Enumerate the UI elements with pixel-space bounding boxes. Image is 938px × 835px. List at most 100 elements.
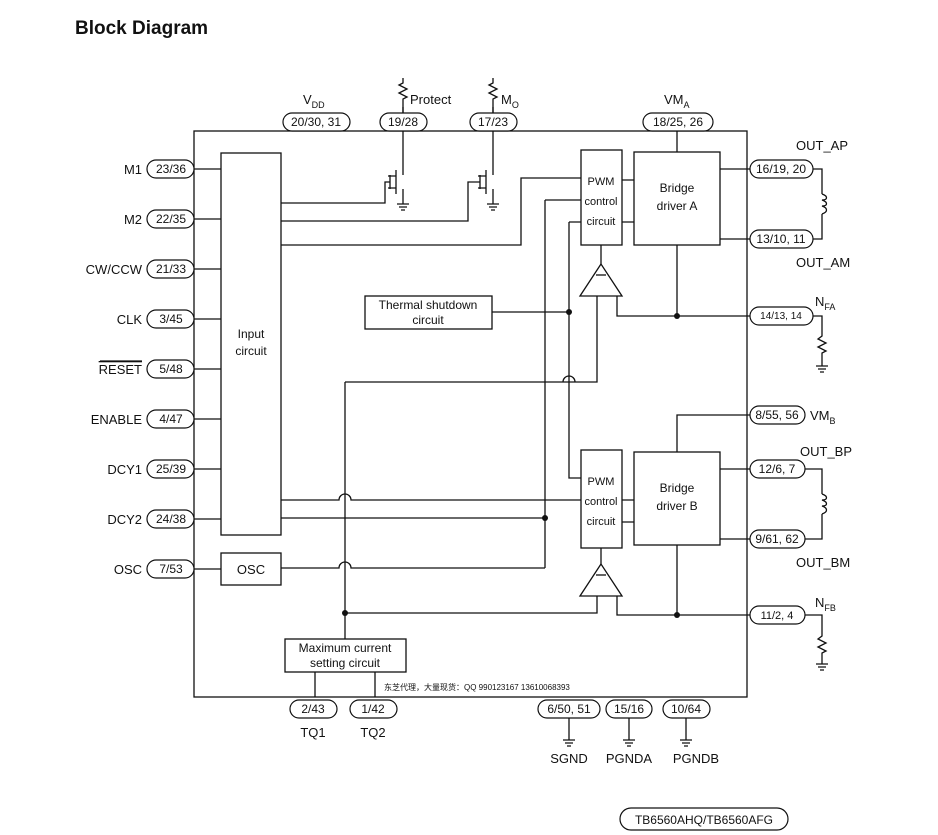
input-circuit-label-1: Input bbox=[238, 327, 265, 341]
pin-nfb: 11/2, 4 NFB bbox=[749, 595, 836, 671]
comparator-a bbox=[578, 262, 624, 297]
pin-m2-number: 22/35 bbox=[156, 212, 186, 226]
pin-nfa-number: 14/13, 14 bbox=[760, 311, 802, 322]
right-pins: 16/19, 20 OUT_AP 13/10, 11 OUT_AM 14/13,… bbox=[720, 138, 852, 671]
pin-tq2: 1/42 TQ2 bbox=[349, 699, 398, 740]
pin-mo-number: 17/23 bbox=[478, 115, 508, 129]
pin-protect: 19/28 Protect bbox=[379, 78, 452, 132]
bridge-driver-a-block: Bridge driver A bbox=[633, 151, 721, 246]
pwm-a-label-2: control bbox=[584, 196, 617, 208]
pin-vdd-number: 20/30, 31 bbox=[291, 115, 341, 129]
pin-sgnd: 6/50, 51 SGND bbox=[537, 699, 601, 766]
max-current-label-1: Maximum current bbox=[299, 641, 392, 655]
pin-cwccw-number: 21/33 bbox=[156, 262, 186, 276]
pin-vma-label: VMA bbox=[664, 92, 690, 110]
pin-dcy1: 25/39 DCY1 bbox=[107, 459, 221, 479]
thermal-label-2: circuit bbox=[412, 313, 444, 327]
pin-m2-name: M2 bbox=[124, 212, 142, 227]
pin-vmb-label: VMB bbox=[810, 408, 836, 426]
comparator-b bbox=[578, 562, 624, 597]
pin-tq1-label: TQ1 bbox=[300, 725, 325, 740]
pin-out-ap-label: OUT_AP bbox=[796, 138, 848, 153]
pin-out-ap-number: 16/19, 20 bbox=[756, 162, 806, 176]
osc-label: OSC bbox=[237, 562, 265, 577]
pin-nfb-number: 11/2, 4 bbox=[761, 610, 794, 622]
coil-a bbox=[821, 193, 828, 215]
pin-pgndb-label: PGNDB bbox=[673, 751, 719, 766]
input-circuit-block: Input circuit bbox=[220, 152, 282, 536]
pin-enable-name: ENABLE bbox=[91, 412, 143, 427]
pin-tq2-label: TQ2 bbox=[360, 725, 385, 740]
pwm-b-label-3: circuit bbox=[587, 516, 616, 528]
pin-out-bp-number: 12/6, 7 bbox=[759, 462, 796, 476]
top-pins: 20/30, 31 VDD 19/28 Protect 17/23 MO 18/… bbox=[282, 78, 714, 152]
pin-dcy2: 24/38 DCY2 bbox=[107, 509, 221, 529]
pwm-control-a-block: PWM control circuit bbox=[580, 149, 623, 246]
pin-pgnda-number: 15/16 bbox=[614, 702, 644, 716]
bridge-b-label-1: Bridge bbox=[660, 481, 695, 495]
pin-osc-name: OSC bbox=[114, 562, 142, 577]
pin-pgndb-number: 10/64 bbox=[671, 702, 701, 716]
pin-tq2-number: 1/42 bbox=[361, 702, 385, 716]
pwm-a-label-3: circuit bbox=[587, 216, 616, 228]
pin-vma: 18/25, 26 VMA bbox=[642, 92, 714, 152]
pin-tq1-number: 2/43 bbox=[301, 702, 325, 716]
pin-mo-label: MO bbox=[501, 92, 519, 110]
pin-vma-number: 18/25, 26 bbox=[653, 115, 703, 129]
pwm-a-label-1: PWM bbox=[588, 176, 615, 188]
bottom-pins: 2/43 TQ1 1/42 TQ2 6/50, 51 SGND 15/16 PG… bbox=[289, 699, 719, 766]
pin-reset: 5/48 RESET bbox=[99, 359, 221, 379]
thermal-shutdown-block: Thermal shutdown circuit bbox=[364, 295, 493, 330]
pin-dcy2-number: 24/38 bbox=[156, 512, 186, 526]
pin-pgnda-label: PGNDA bbox=[606, 751, 653, 766]
pin-out-bm-label: OUT_BM bbox=[796, 555, 850, 570]
bridge-a-label-2: driver A bbox=[657, 199, 698, 213]
thermal-label-1: Thermal shutdown bbox=[379, 298, 478, 312]
pin-protect-number: 19/28 bbox=[388, 115, 418, 129]
pin-dcy1-name: DCY1 bbox=[107, 462, 142, 477]
pin-out-am-number: 13/10, 11 bbox=[756, 232, 805, 246]
pin-pgndb: 10/64 PGNDB bbox=[662, 699, 719, 766]
bridge-b-label-2: driver B bbox=[656, 499, 697, 513]
pin-enable: 4/47 ENABLE bbox=[91, 409, 221, 429]
pin-m1-number: 23/36 bbox=[156, 162, 186, 176]
pin-pgnda: 15/16 PGNDA bbox=[605, 699, 653, 766]
pin-dcy2-name: DCY2 bbox=[107, 512, 142, 527]
pin-dcy1-number: 25/39 bbox=[156, 462, 186, 476]
coil-b-leads bbox=[805, 468, 823, 540]
pin-clk-number: 3/45 bbox=[159, 312, 183, 326]
page-title: Block Diagram bbox=[75, 18, 209, 39]
pin-nfa-label: NFA bbox=[815, 294, 835, 312]
pin-clk-name: CLK bbox=[117, 312, 143, 327]
left-pins: 23/36 M1 22/35 M2 21/33 CW/CCW 3/45 CLK … bbox=[86, 159, 221, 579]
chip-name-badge: TB6560AHQ/TB6560AFG bbox=[619, 807, 789, 831]
pin-out-bp: 12/6, 7 OUT_BP bbox=[720, 444, 852, 479]
chip-name: TB6560AHQ/TB6560AFG bbox=[635, 813, 773, 827]
pwm-control-b-block: PWM control circuit bbox=[580, 449, 623, 549]
input-circuit-label-2: circuit bbox=[235, 344, 267, 358]
pin-m2: 22/35 M2 bbox=[124, 209, 221, 229]
pin-vmb-number: 8/55, 56 bbox=[755, 408, 799, 422]
pin-reset-number: 5/48 bbox=[159, 362, 183, 376]
osc-block: OSC bbox=[220, 552, 282, 586]
pin-sgnd-number: 6/50, 51 bbox=[547, 702, 591, 716]
coil-b bbox=[821, 493, 828, 515]
pin-vdd: 20/30, 31 VDD bbox=[282, 92, 351, 132]
pin-osc-number: 7/53 bbox=[159, 562, 183, 576]
pin-nfa: 14/13, 14 NFA bbox=[749, 294, 835, 373]
watermark-text: 东芝代理，大量现货：QQ 990123167 13610068393 bbox=[384, 682, 570, 692]
pin-reset-name: RESET bbox=[99, 362, 142, 377]
pin-enable-number: 4/47 bbox=[159, 412, 183, 426]
pin-protect-label: Protect bbox=[410, 92, 452, 107]
pin-m1: 23/36 M1 bbox=[124, 159, 221, 179]
pin-clk: 3/45 CLK bbox=[117, 309, 221, 329]
pwm-b-label-1: PWM bbox=[588, 476, 615, 488]
pin-out-bm: 9/61, 62 OUT_BM bbox=[720, 529, 850, 570]
pin-cwccw: 21/33 CW/CCW bbox=[86, 259, 221, 279]
pin-mo: 17/23 MO bbox=[469, 78, 519, 132]
max-current-block: Maximum current setting circuit bbox=[284, 638, 407, 673]
pwm-b-label-2: control bbox=[584, 496, 617, 508]
coil-a-leads bbox=[813, 168, 823, 240]
pin-osc: 7/53 OSC bbox=[114, 559, 221, 579]
